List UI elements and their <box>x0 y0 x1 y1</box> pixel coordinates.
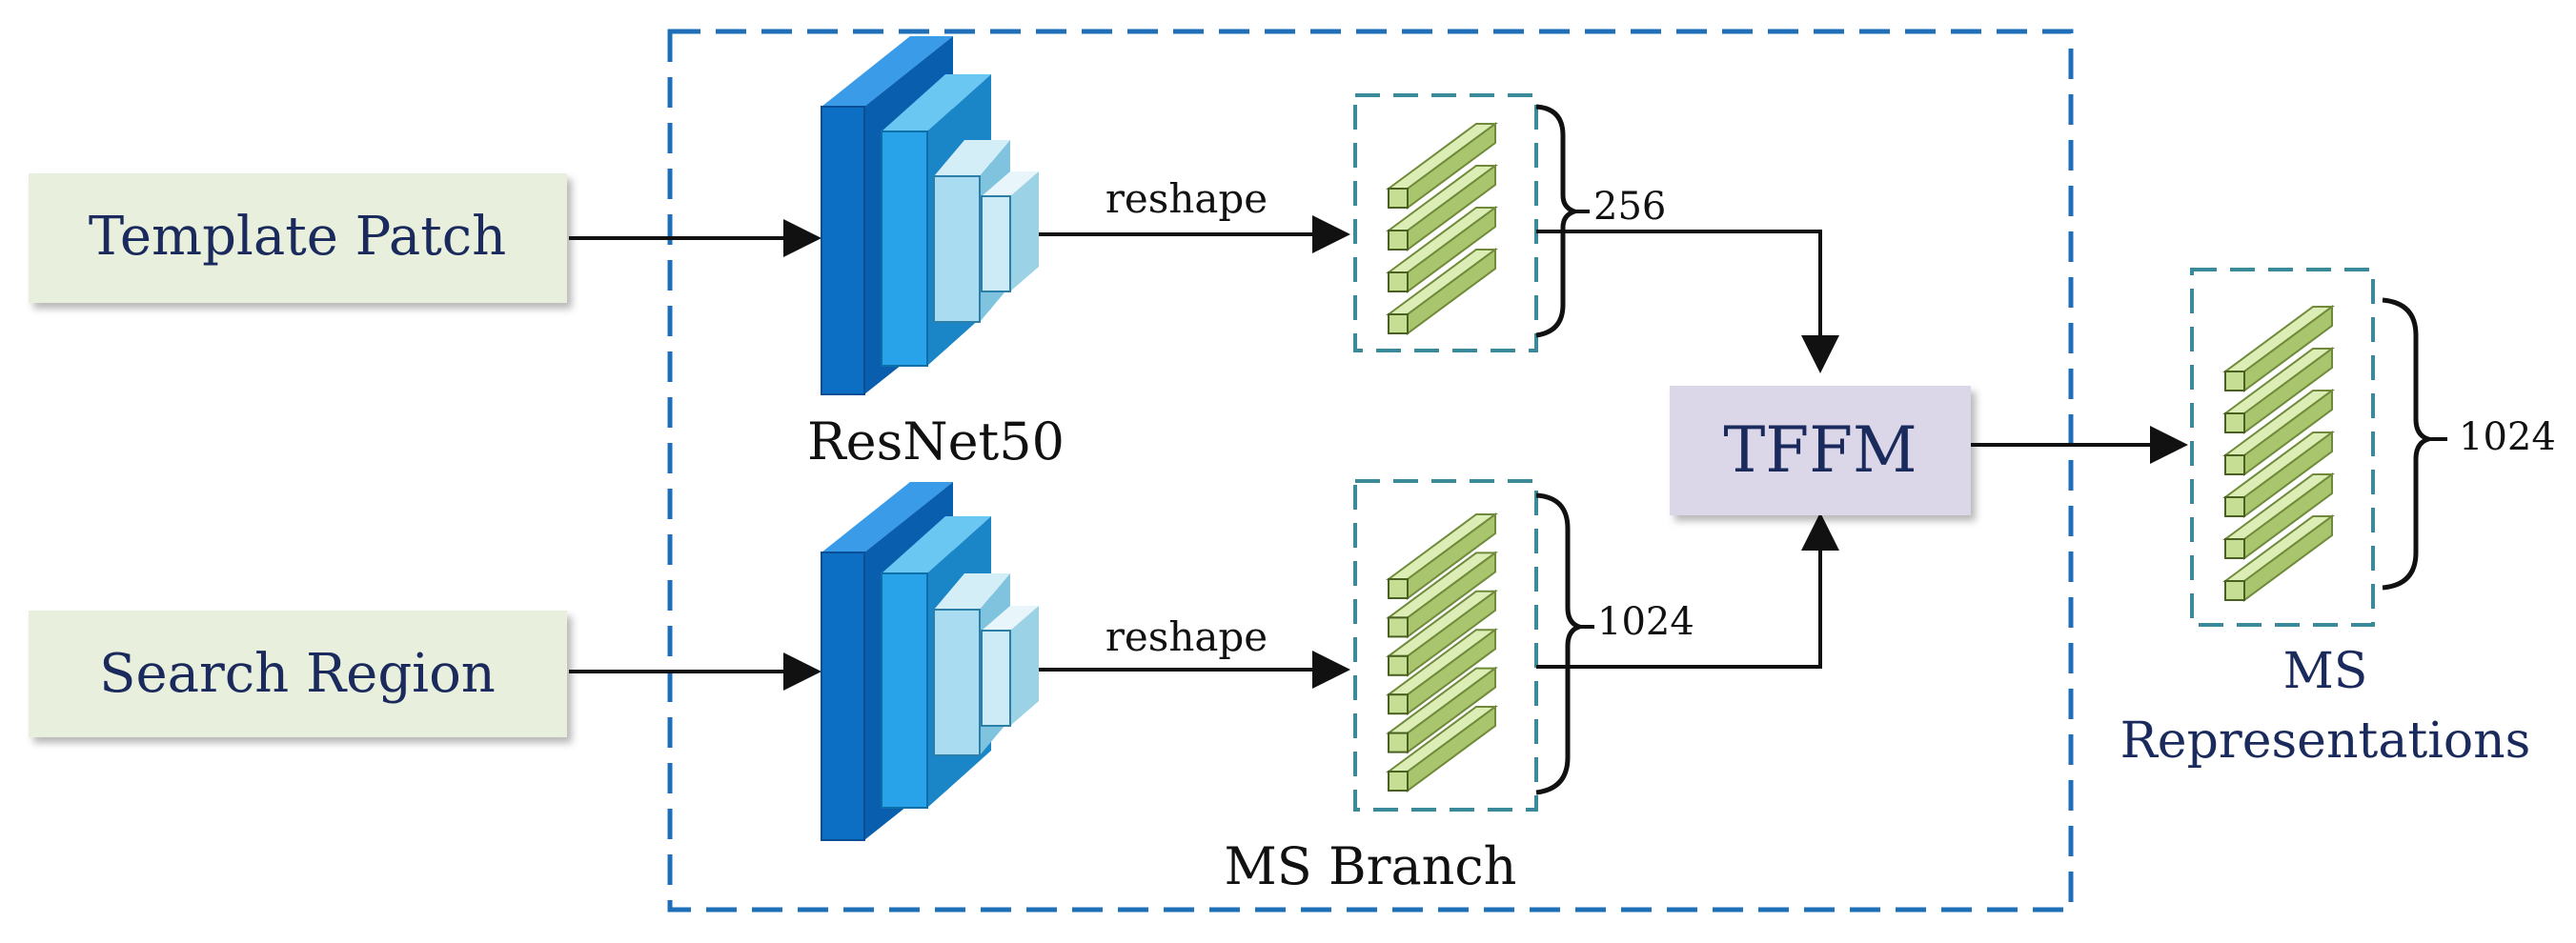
template-patch-label: Template Patch <box>89 206 506 268</box>
output-feature-slabs <box>2221 305 2336 602</box>
reshape-label-top: reshape <box>1105 175 1268 222</box>
search-feature-slabs <box>1385 512 1499 793</box>
feature-slab <box>1385 705 1499 793</box>
ms-branch-label: MS Branch <box>1225 836 1517 896</box>
feature-slab <box>2221 431 2336 518</box>
search-to-tffm-arrow <box>1536 512 1839 669</box>
feature-slab <box>2221 514 2336 602</box>
tffm-label: TFFM <box>1723 413 1917 487</box>
feature-slab <box>1385 248 1499 335</box>
resnet50-label: ResNet50 <box>807 411 1065 472</box>
output-dim-label: 1024 <box>2459 415 2556 459</box>
feature-slab <box>1385 628 1499 716</box>
feature-slab <box>2221 347 2336 434</box>
template-to-tffm-arrow <box>1536 230 1839 373</box>
template-feature-slabs <box>1385 122 1499 335</box>
template-patch-box: Template Patch <box>29 173 567 303</box>
search-region-box: Search Region <box>29 611 567 737</box>
resnet-block-top <box>821 36 1039 395</box>
feature-slab <box>1385 666 1499 754</box>
ms-representations-line1: MS <box>2283 643 2368 700</box>
template-feature-frame <box>1353 93 1538 352</box>
search-dim-label: 1024 <box>1597 600 1694 644</box>
feature-slab <box>1385 206 1499 293</box>
feature-slab <box>1385 512 1499 600</box>
reshape-label-bottom: reshape <box>1105 613 1268 660</box>
output-brace <box>2382 297 2437 591</box>
template-brace <box>1535 104 1582 338</box>
ms-representations-line2: Representations <box>2120 712 2531 770</box>
output-feature-frame <box>2190 268 2375 627</box>
feature-slab <box>1385 589 1499 677</box>
search-brace <box>1535 492 1587 795</box>
feature-slab <box>1385 164 1499 251</box>
ms-branch-frame <box>667 29 2074 913</box>
feature-slab <box>2221 472 2336 560</box>
resnet-block-bottom <box>821 482 1039 841</box>
feature-slab <box>2221 389 2336 476</box>
search-region-label: Search Region <box>99 643 496 705</box>
template-dim-label: 256 <box>1593 185 1666 229</box>
feature-slab <box>2221 305 2336 392</box>
feature-slab <box>1385 551 1499 639</box>
feature-slab <box>1385 122 1499 210</box>
tffm-box: TFFM <box>1670 386 1971 515</box>
search-feature-frame <box>1353 479 1538 812</box>
